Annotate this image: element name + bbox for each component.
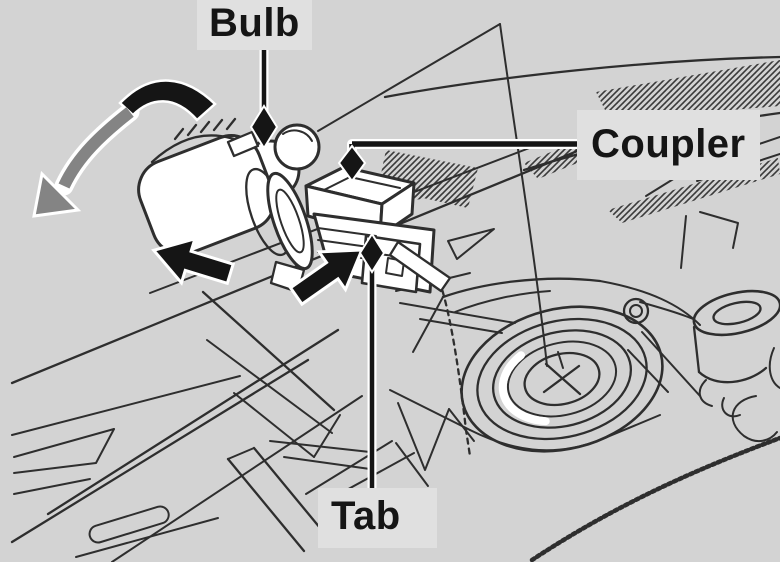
bulb-leader-line (249, 41, 279, 150)
bulb-illustration (137, 117, 321, 294)
coupler-label: Coupler (577, 110, 760, 180)
tab-leader-line (358, 232, 386, 495)
pull-bulb-arrow-icon (151, 236, 236, 286)
tab-label: Tab (318, 488, 437, 548)
rotate-bulb-arrow-icon (32, 79, 217, 218)
press-coupler-arrow-icon (288, 248, 365, 307)
bulb-label: Bulb (197, 0, 312, 50)
coupler-socket-leader-line (499, 23, 548, 367)
reservoir-cap-illustration (692, 289, 780, 418)
coupler-wire-stalk (388, 240, 452, 293)
coupler-leader-line (337, 139, 585, 183)
headlight-socket-illustration (389, 277, 701, 453)
